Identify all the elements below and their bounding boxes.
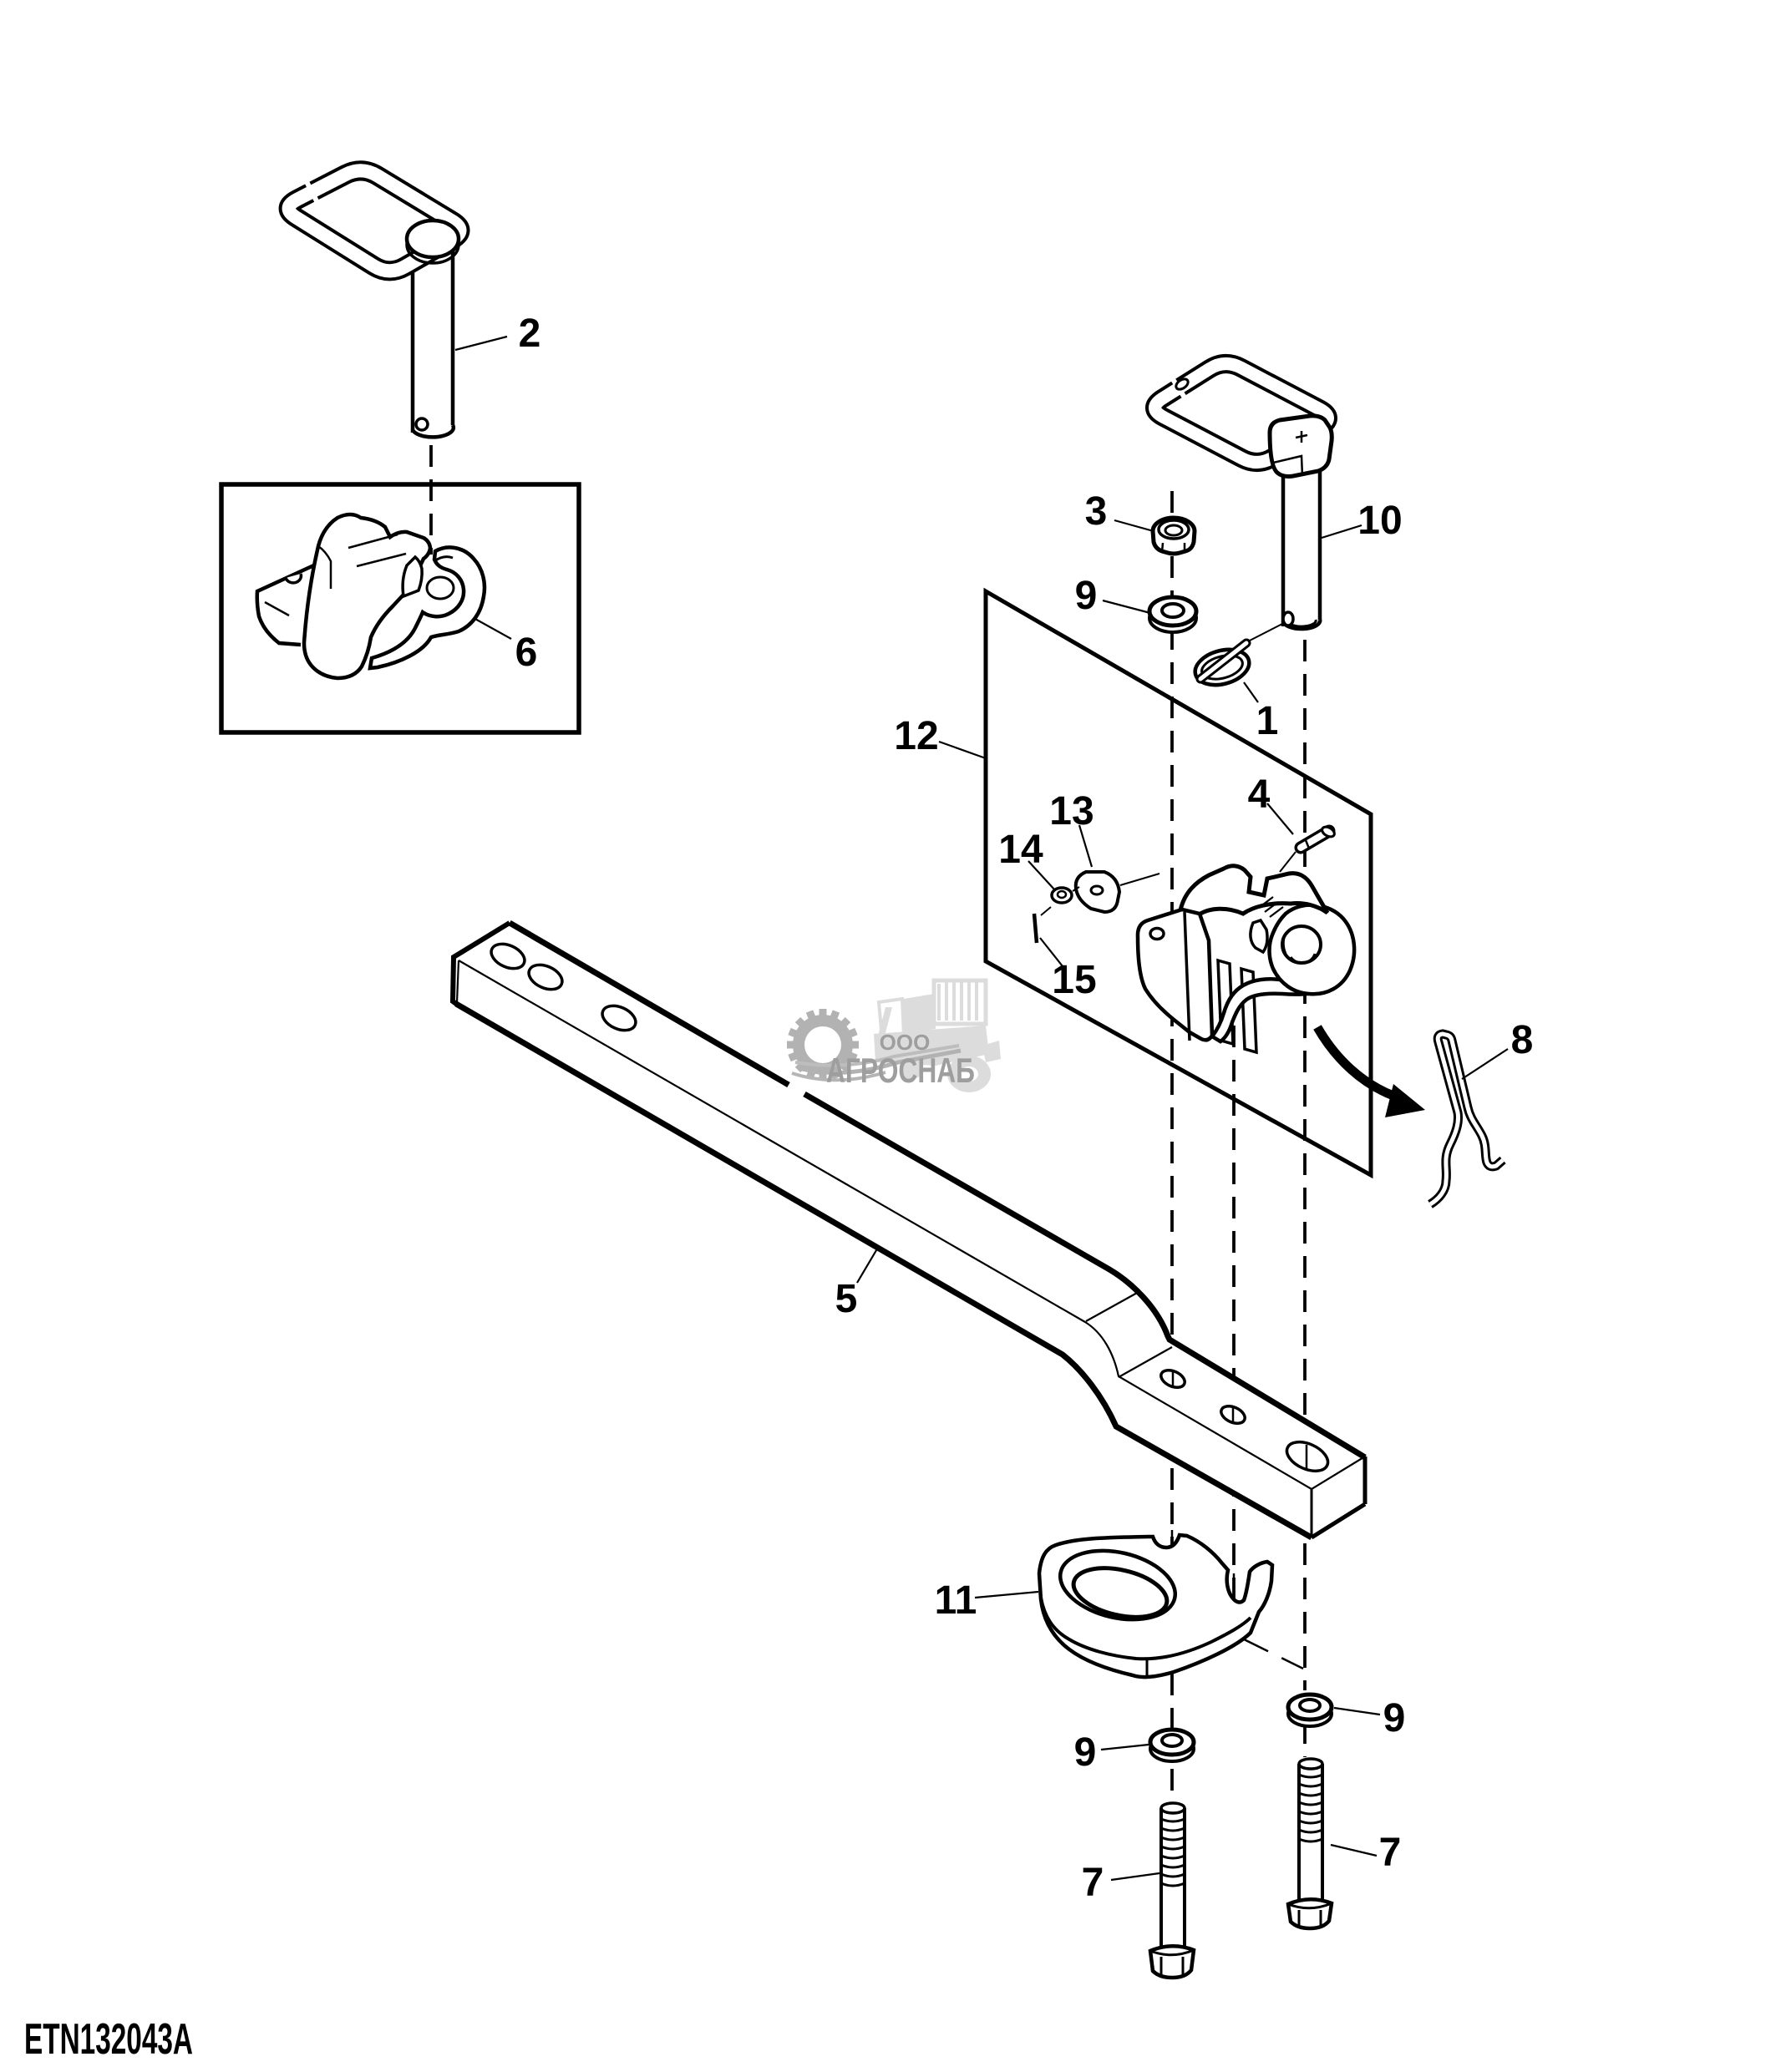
- svg-text:9: 9: [1383, 1696, 1406, 1740]
- svg-text:2: 2: [519, 312, 541, 356]
- svg-text:6: 6: [515, 631, 538, 675]
- svg-text:10: 10: [1357, 499, 1402, 543]
- svg-text:9: 9: [1075, 574, 1098, 618]
- svg-text:1: 1: [1256, 699, 1279, 743]
- svg-text:7: 7: [1082, 1861, 1104, 1905]
- svg-text:12: 12: [894, 714, 938, 758]
- svg-text:7: 7: [1379, 1831, 1402, 1875]
- svg-text:3: 3: [1085, 489, 1108, 534]
- svg-text:11: 11: [935, 1578, 977, 1623]
- svg-text:5: 5: [835, 1277, 858, 1321]
- svg-text:9: 9: [1074, 1730, 1097, 1775]
- svg-text:14: 14: [998, 828, 1043, 872]
- svg-text:8: 8: [1511, 1018, 1534, 1062]
- svg-text:АГРОСНАБ: АГРОСНАБ: [826, 1051, 975, 1090]
- svg-text:ETN132043A: ETN132043A: [24, 2015, 193, 2064]
- svg-text:15: 15: [1052, 958, 1096, 1002]
- svg-text:ООО: ООО: [880, 1030, 931, 1055]
- svg-text:13: 13: [1049, 789, 1094, 833]
- svg-text:4: 4: [1248, 773, 1271, 817]
